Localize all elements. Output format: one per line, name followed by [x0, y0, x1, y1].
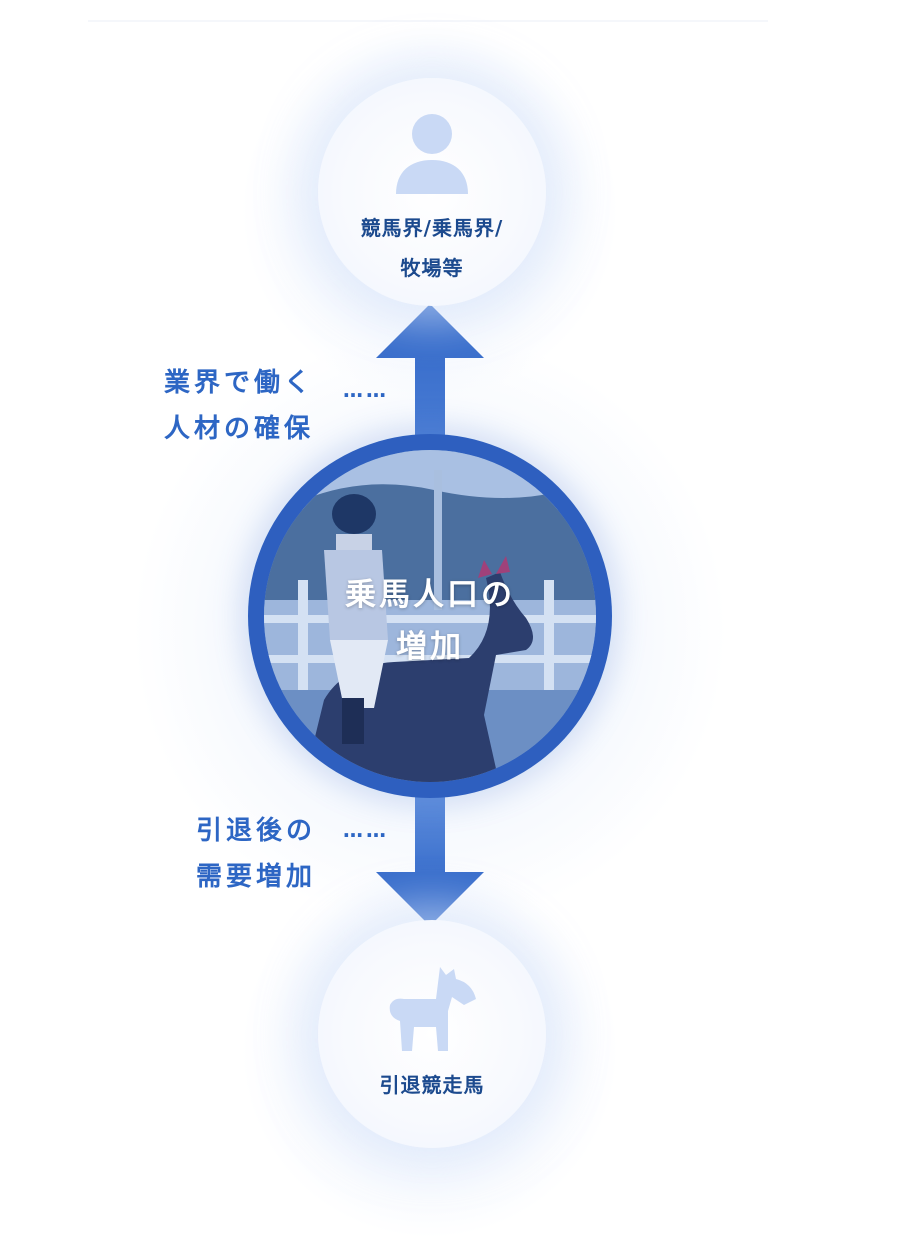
center-node: 乗馬人口の 増加	[248, 434, 612, 798]
top-divider	[88, 20, 768, 22]
upper-connector-dots: ……	[343, 378, 389, 402]
upper-effect-line1: 業界で働く	[164, 368, 315, 398]
horse-icon	[389, 967, 476, 1051]
upper-effect-label: 業界で働く 人材の確保	[164, 360, 314, 452]
bottom-node-label: 引退競走馬	[379, 1073, 485, 1097]
lower-effect-label: 引退後の 需要増加	[196, 808, 316, 900]
arrow-head-down	[376, 872, 484, 926]
lower-effect-line1: 引退後の	[196, 816, 317, 846]
top-node-label-line2: 牧場等	[400, 256, 464, 280]
arrow-head-up	[376, 304, 484, 358]
center-node-label-line1: 乗馬人口の	[345, 577, 515, 613]
bottom-node: 引退競走馬	[318, 920, 546, 1148]
top-node-label-line1: 競馬界/乗馬界/	[360, 216, 504, 240]
person-icon	[396, 114, 468, 194]
lower-effect-line2: 需要増加	[196, 862, 317, 892]
top-node-label: 競馬界/乗馬界/ 牧場等	[318, 208, 546, 288]
center-node-label-line2: 増加	[396, 629, 464, 665]
upper-effect-line2: 人材の確保	[164, 414, 315, 444]
top-node: 競馬界/乗馬界/ 牧場等	[318, 78, 546, 306]
lower-connector-dots: ……	[343, 818, 389, 842]
center-node-label: 乗馬人口の 増加	[248, 569, 612, 673]
